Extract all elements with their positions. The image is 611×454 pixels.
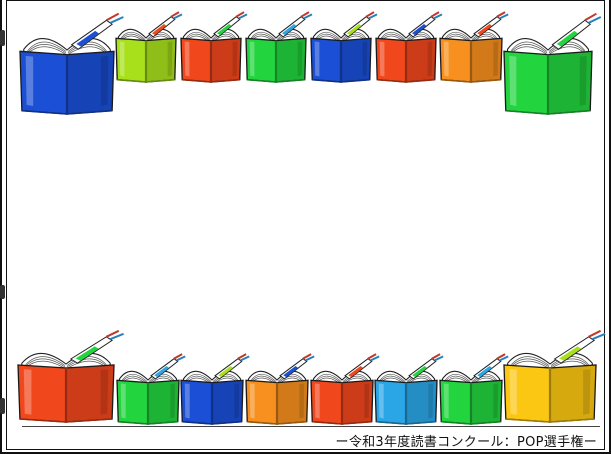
book-bottom-8	[503, 329, 606, 423]
left-edge-mark-mid	[0, 285, 5, 299]
book-bottom-2	[116, 353, 186, 425]
book-top-3	[180, 11, 248, 83]
book-top-6	[375, 11, 443, 83]
book-top-7	[439, 11, 509, 83]
book-bottom-4	[245, 353, 315, 425]
book-top-2	[115, 11, 183, 83]
left-edge-mark-bottom	[0, 398, 5, 414]
book-bottom-1	[17, 329, 124, 423]
book-bottom-6	[374, 353, 444, 425]
book-top-5	[310, 11, 378, 83]
book-top-8	[503, 12, 602, 115]
book-bottom-7	[439, 353, 509, 425]
book-bottom-3	[180, 353, 250, 425]
inner-frame	[6, 0, 605, 450]
contest-caption: ー令和3年度読書コンクール：POP選手権ー	[335, 435, 597, 450]
book-top-1	[19, 12, 124, 115]
footer-rule	[22, 426, 600, 427]
book-top-4	[245, 11, 313, 83]
left-edge-mark-top	[0, 30, 5, 46]
book-bottom-5	[310, 353, 380, 425]
